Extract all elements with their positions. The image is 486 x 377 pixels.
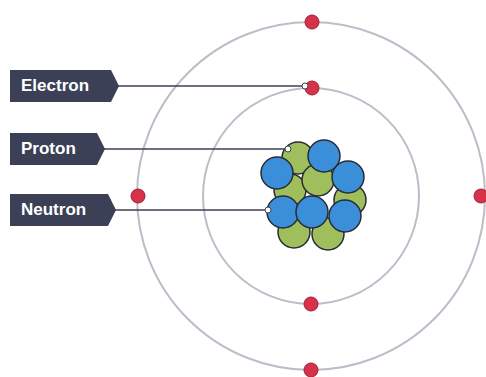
leader-line <box>100 209 265 211</box>
leader-lines <box>100 86 302 210</box>
neutron-particle <box>261 157 293 189</box>
tag-outline <box>10 194 116 226</box>
leader-ends <box>265 83 308 213</box>
electron-dot <box>305 15 319 29</box>
outer-orbit <box>137 22 485 370</box>
leader-dot <box>285 146 291 152</box>
tag-outline <box>10 133 105 165</box>
leader-dot <box>302 83 308 89</box>
inner-orbit <box>203 88 419 304</box>
electron-dot <box>304 363 318 377</box>
electron-dot <box>474 189 486 203</box>
label-text: Neutron <box>10 194 86 226</box>
electron-dot <box>304 297 318 311</box>
electron-dot <box>131 189 145 203</box>
nucleus <box>261 140 366 250</box>
neutron-particle <box>267 196 299 228</box>
label-text: Electron <box>10 70 89 102</box>
orbits <box>137 22 485 370</box>
label-text: Proton <box>10 133 76 165</box>
leader-line <box>100 148 285 150</box>
neutron-particle <box>329 200 361 232</box>
neutron-particle <box>296 196 328 228</box>
tag-outline <box>10 70 119 102</box>
leader-line <box>100 85 302 87</box>
label-tag: Neutron <box>10 194 116 226</box>
electrons <box>131 15 486 377</box>
leader-dot <box>265 207 271 213</box>
label-tag: Proton <box>10 133 105 165</box>
label-tag: Electron <box>10 70 119 102</box>
neutron-particle <box>332 161 364 193</box>
